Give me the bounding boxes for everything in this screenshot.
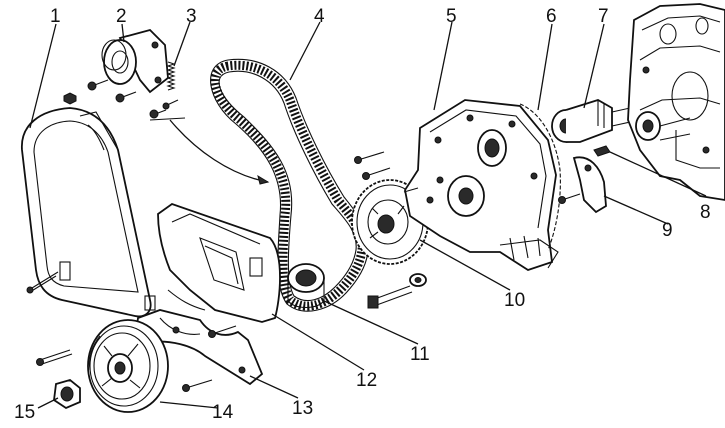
callout-11: 11 <box>410 344 430 365</box>
part-8-woodruff-key <box>593 145 611 157</box>
callout-4: 4 <box>314 6 325 27</box>
part-14-crankshaft-pulley <box>87 319 169 413</box>
pulley-bolt <box>36 349 73 366</box>
callout-2: 2 <box>116 6 127 27</box>
assembly-arrow <box>169 119 269 183</box>
part-7-oil-pump-drive <box>551 99 631 143</box>
callout-3: 3 <box>186 6 197 27</box>
cover-bolt-1 <box>26 271 59 294</box>
callout-labels: 1 2 3 4 5 6 7 8 9 10 11 12 13 14 15 <box>14 6 711 423</box>
callout-1: 1 <box>50 6 61 27</box>
callout-6: 6 <box>546 6 557 27</box>
tensioner-bolts <box>87 79 179 119</box>
callout-5: 5 <box>446 6 457 27</box>
part-12-inner-cover <box>157 202 281 323</box>
part-2-tensioner-roller <box>101 28 169 94</box>
lower-cover-bolts <box>182 325 237 392</box>
callout-9: 9 <box>662 220 673 241</box>
part-1-outer-belt-cover <box>21 92 156 318</box>
part-6-gasket <box>519 103 561 251</box>
part-4-timing-belt <box>210 58 369 312</box>
part-15-pulley-nut <box>53 379 81 410</box>
part-5-timing-case <box>404 99 559 271</box>
callout-15: 15 <box>14 402 35 423</box>
callout-8: 8 <box>700 202 711 223</box>
leader-lines <box>29 21 707 409</box>
part-9-locking-plate <box>558 156 607 214</box>
case-bolts <box>354 151 419 193</box>
engine-block <box>627 3 725 201</box>
callout-12: 12 <box>356 370 377 391</box>
callout-7: 7 <box>598 6 609 27</box>
part-11-idler-roller <box>287 263 325 309</box>
part-3-spring <box>149 61 186 121</box>
callout-14: 14 <box>212 402 234 423</box>
sprocket-bolt-and-washer <box>367 273 427 309</box>
callout-13: 13 <box>292 398 313 419</box>
arrow-head <box>257 174 270 185</box>
callout-10: 10 <box>504 290 525 311</box>
